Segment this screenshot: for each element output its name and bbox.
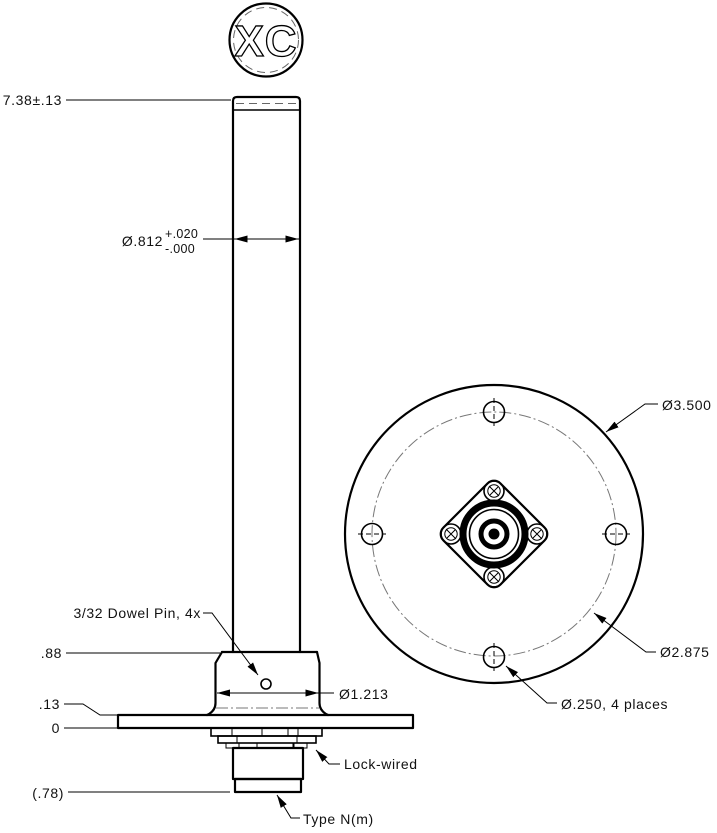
plate-top-leader [64, 703, 118, 716]
connector-type-leader [276, 794, 300, 819]
jam-nut-assembly [210, 727, 323, 749]
connector-type-note: Type N(m) [303, 811, 374, 827]
connector-type-callout: Type N(m) [276, 794, 374, 827]
connector-body [231, 746, 305, 781]
mounting-plate [116, 713, 415, 730]
face-view: Ø3.500 Ø2.875 Ø.250, 4 places [343, 383, 712, 712]
hole-diameter-leader [505, 665, 557, 704]
connector-inner-wall [468, 508, 520, 560]
flange-screw-right [526, 523, 548, 545]
shaft-tolerance-plus: +.020 [165, 227, 198, 241]
datum-dimension: 0 [52, 720, 118, 736]
outer-diameter-leader [605, 403, 658, 433]
dowel-pin-note: 3/32 Dowel Pin, 4x [73, 605, 201, 621]
flange-square [439, 479, 549, 589]
outer-diameter-label: Ø3.500 [662, 397, 712, 413]
nut-lower [217, 735, 317, 744]
n-connector-barrel [231, 746, 305, 794]
connector-outer-ring [459, 499, 529, 569]
flange-screw-top [483, 480, 505, 502]
xc-marking: XC [234, 17, 297, 66]
base-height-dimension: .88 [41, 645, 220, 661]
outer-diameter-callout: Ø3.500 [605, 397, 712, 433]
lock-wired-note: Lock-wired [344, 756, 418, 772]
medallion-outline [228, 2, 304, 78]
shaft-diameter-label: Ø.812 [122, 233, 163, 249]
connector-length-label: (.78) [32, 785, 64, 801]
hole-diameter-callout: Ø.250, 4 places [505, 665, 668, 712]
medallion-hidden-edge [233, 7, 299, 73]
hole-diameter-note: Ø.250, 4 places [561, 696, 668, 712]
screw-hatch [445, 528, 457, 540]
plate-top-dimension: .13 [39, 696, 118, 716]
bolt-circle-label: Ø2.875 [660, 644, 710, 660]
lock-wired-leader [315, 749, 340, 765]
dowel-pin-callout: 3/32 Dowel Pin, 4x [73, 605, 259, 676]
nut-upper [210, 727, 323, 737]
bolt-circle-callout: Ø2.875 [593, 612, 710, 660]
shaft-tolerance-minus: -.000 [165, 242, 195, 256]
height-dimension: 7.38±.13 [3, 92, 231, 108]
connector-dielectric-ring [478, 518, 510, 550]
antenna-shaft [231, 95, 302, 654]
shaft-outline [231, 95, 302, 654]
datum-zero-label: 0 [52, 720, 60, 736]
lock-wired-callout: Lock-wired [315, 749, 418, 772]
connector-flange [439, 479, 549, 589]
screw-hatch [488, 571, 500, 583]
flange-outer-circle [343, 383, 645, 685]
connector-length-dimension: (.78) [32, 785, 230, 801]
connector-end-ring [233, 777, 303, 794]
mounting-base [205, 650, 330, 717]
base-diameter-label: Ø1.213 [339, 686, 389, 702]
connector-center-pin [488, 528, 500, 540]
screw-hatch [531, 528, 543, 540]
height-dimension-label: 7.38±.13 [3, 92, 62, 108]
dowel-pin-hole [260, 678, 272, 690]
side-view: XC 7.38±.13 Ø.812 +.020 -.000 [3, 2, 418, 827]
screw-head [530, 527, 544, 541]
base-height-label: .88 [41, 645, 62, 661]
base-diameter-dimension: Ø1.213 [217, 686, 389, 702]
plate-top-label: .13 [39, 696, 60, 712]
bolt-circle-leader [593, 612, 656, 653]
dowel-pin-leader [203, 612, 259, 676]
base-left-profile [205, 650, 224, 717]
flange-screw-left [440, 523, 462, 545]
mounting-holes [358, 398, 630, 671]
screw-head [444, 527, 458, 541]
screw-head [487, 484, 501, 498]
base-right-profile [315, 650, 330, 717]
screw-head [487, 570, 501, 584]
xc-medallion: XC [228, 2, 304, 78]
flange-screw-bottom [483, 566, 505, 588]
shaft-diameter-dimension: Ø.812 +.020 -.000 [122, 227, 299, 256]
screw-hatch [488, 485, 500, 497]
mounting-hole-bottom [482, 645, 506, 669]
